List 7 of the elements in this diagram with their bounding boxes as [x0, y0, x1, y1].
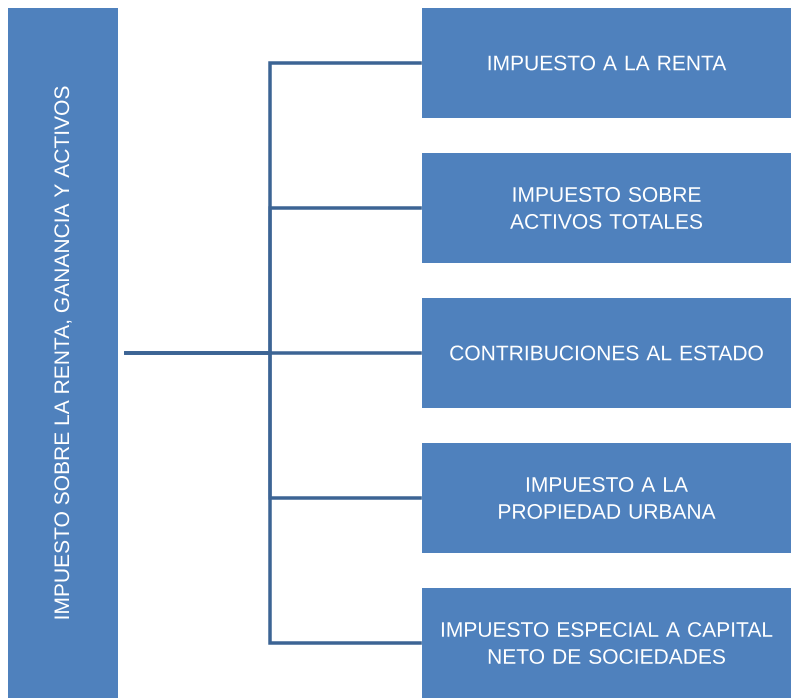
category-box: IMPUESTO SOBRE LA RENTA, GANANCIA Y ACTIVOS	[8, 8, 118, 698]
tax-box: CONTRIBUCIONES AL ESTADO	[422, 298, 791, 408]
connector-line	[124, 351, 422, 645]
tax-box: IMPUESTO ESPECIAL A CAPITAL NETO DE SOCIEDADES	[422, 588, 791, 698]
tax-box: IMPUESTO A LA RENTA	[422, 8, 791, 118]
tax-box: IMPUESTO A LA PROPIEDAD URBANA	[422, 443, 791, 553]
tax-box: IMPUESTO SOBRE ACTIVOS TOTALES	[422, 153, 791, 263]
